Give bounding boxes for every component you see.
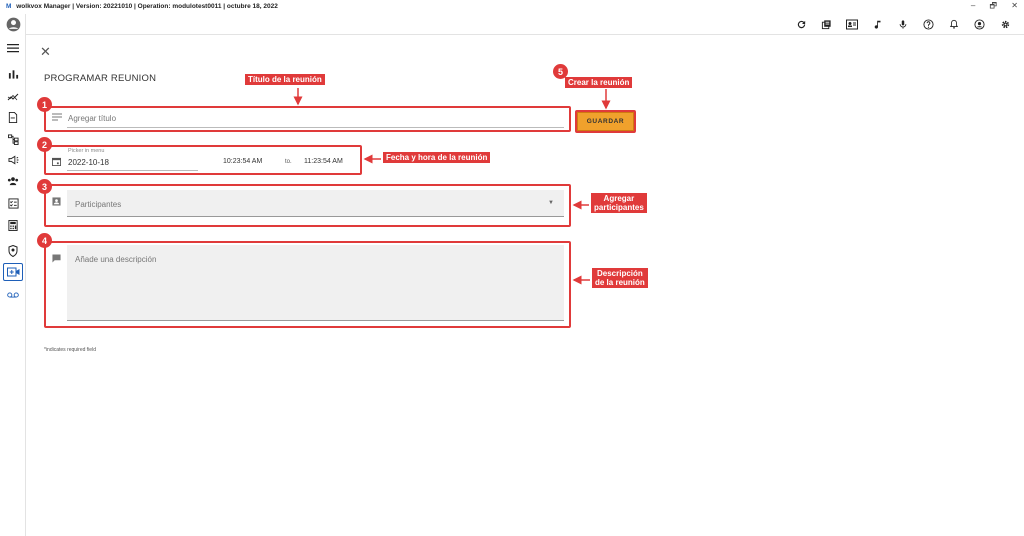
refresh-icon[interactable] bbox=[789, 16, 815, 32]
library-icon[interactable] bbox=[814, 16, 840, 32]
campaign-icon[interactable] bbox=[3, 151, 23, 169]
datetime-callout: Fecha y hora de la reunión bbox=[383, 152, 491, 163]
start-time[interactable]: 10:23:54 AM bbox=[223, 158, 263, 165]
participants-callout: Agregar participantes bbox=[591, 193, 647, 213]
description-placeholder: Añade una descripción bbox=[75, 255, 157, 264]
description-callout: Descripción de la reunión bbox=[592, 268, 648, 288]
flow-icon[interactable] bbox=[3, 130, 23, 148]
window-title-bar: M wolkvox Manager | Version: 20221010 | … bbox=[0, 0, 1024, 14]
contact-icon bbox=[52, 197, 61, 206]
minimize-button[interactable]: – bbox=[970, 1, 976, 10]
window-title: wolkvox Manager | Version: 20221010 | Op… bbox=[16, 3, 278, 10]
annotation-box-3 bbox=[44, 184, 571, 227]
window-controls: – 🗗 ✕ bbox=[959, 0, 1018, 12]
annotation-badge-3: 3 bbox=[37, 179, 52, 194]
close-dialog-button[interactable]: ✕ bbox=[40, 44, 51, 59]
subject-icon bbox=[52, 113, 62, 121]
title-placeholder: Agregar título bbox=[68, 114, 117, 123]
microphone-icon[interactable] bbox=[891, 16, 917, 32]
annotation-box-1 bbox=[44, 106, 571, 132]
restore-button[interactable]: 🗗 bbox=[989, 1, 998, 10]
sidebar bbox=[0, 14, 26, 536]
bar-chart-icon[interactable] bbox=[3, 65, 23, 83]
menu-icon[interactable] bbox=[3, 39, 23, 57]
dropdown-arrow-icon: ▼ bbox=[548, 200, 554, 206]
account-icon[interactable] bbox=[3, 15, 23, 33]
calculator-icon[interactable] bbox=[3, 216, 23, 234]
date-value: 2022-10-18 bbox=[68, 158, 109, 167]
required-note: *indicates required field bbox=[44, 347, 96, 353]
shield-icon[interactable] bbox=[3, 242, 23, 260]
annotation-box-4 bbox=[44, 241, 571, 328]
music-note-icon[interactable] bbox=[865, 16, 891, 32]
title-input[interactable]: Agregar título bbox=[67, 110, 564, 128]
description-callout-line-2: de la reunión bbox=[595, 278, 645, 287]
group-icon[interactable] bbox=[3, 172, 23, 190]
comment-icon bbox=[52, 254, 61, 263]
trend-icon[interactable] bbox=[3, 87, 23, 105]
participants-callout-line-2: participantes bbox=[594, 203, 644, 212]
participants-select[interactable]: Participantes ▼ bbox=[67, 190, 564, 217]
annotation-badge-4: 4 bbox=[37, 233, 52, 248]
participants-callout-line-1: Agregar bbox=[603, 194, 635, 203]
annotation-box-5 bbox=[575, 110, 636, 133]
user-circle-icon[interactable] bbox=[967, 16, 993, 32]
voicemail-icon[interactable] bbox=[3, 286, 23, 304]
to-label: to. bbox=[285, 159, 292, 165]
description-callout-line-1: Descripción bbox=[597, 269, 643, 278]
annotation-badge-1: 1 bbox=[37, 97, 52, 112]
save-button[interactable]: GUARDAR bbox=[577, 112, 634, 131]
annotation-badge-2: 2 bbox=[37, 137, 52, 152]
calendar-icon[interactable] bbox=[52, 157, 61, 166]
description-textarea[interactable]: Añade una descripción bbox=[67, 245, 564, 321]
title-callout: Título de la reunión bbox=[245, 74, 325, 85]
document-icon[interactable] bbox=[3, 108, 23, 126]
bell-icon[interactable] bbox=[942, 16, 968, 32]
video-meeting-icon[interactable] bbox=[3, 263, 23, 281]
contact-card-icon[interactable] bbox=[840, 16, 866, 32]
help-icon[interactable] bbox=[916, 16, 942, 32]
create-callout: Crear la reunión bbox=[565, 77, 633, 88]
annotation-badge-5: 5 bbox=[553, 64, 568, 79]
page-title: PROGRAMAR REUNION bbox=[44, 73, 157, 84]
close-window-button[interactable]: ✕ bbox=[1011, 1, 1018, 10]
settings-icon[interactable] bbox=[993, 16, 1019, 32]
date-label: Picker in menu bbox=[68, 148, 105, 154]
participants-placeholder: Participantes bbox=[75, 200, 122, 209]
date-picker[interactable]: Picker in menu 2022-10-18 bbox=[67, 147, 198, 171]
app-logo: M bbox=[6, 3, 12, 10]
checklist-icon[interactable] bbox=[3, 194, 23, 212]
annotation-box-2 bbox=[44, 145, 362, 175]
top-toolbar bbox=[0, 14, 1024, 35]
end-time[interactable]: 11:23:54 AM bbox=[304, 158, 343, 165]
